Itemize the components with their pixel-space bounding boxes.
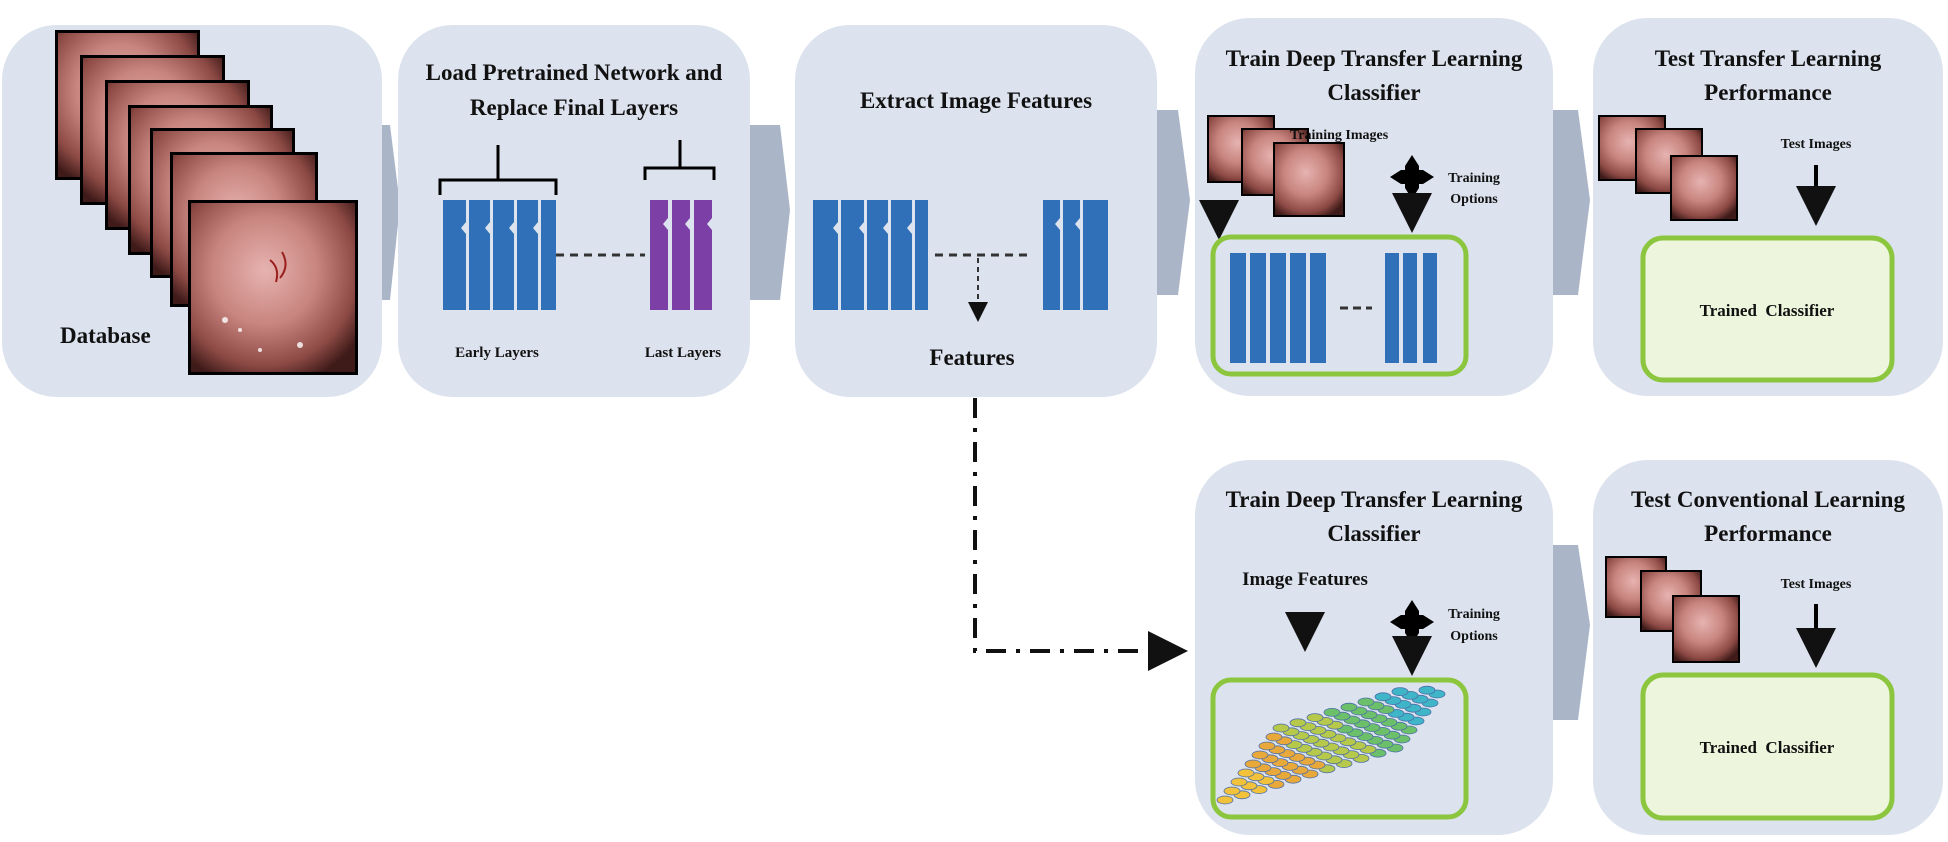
features-label: Features [929, 345, 1014, 370]
feature-node [1391, 687, 1409, 696]
last-layers-brace [643, 140, 716, 180]
feature-last-bars [1043, 200, 1108, 310]
early-layers-brace [438, 145, 558, 195]
stage-test-conventional: Test Conventional Learning Performance T… [1593, 460, 1943, 835]
conventional-classifier-box [1210, 677, 1469, 820]
chevron-4-5 [1548, 110, 1590, 295]
feature-node [1272, 723, 1290, 733]
training-options-icon-2 [1390, 600, 1434, 644]
feature-node [1306, 713, 1324, 722]
extract-features-title: Extract Image Features [860, 88, 1092, 113]
test-transfer-title-2: Performance [1704, 80, 1832, 105]
training-images-stack [1207, 115, 1345, 217]
image-features-label: Image Features [1242, 569, 1368, 590]
chevron-2-3 [748, 125, 790, 300]
features-to-training-connector [973, 398, 1188, 671]
last-layer-bars [650, 200, 712, 310]
training-images-label: Training Images [1290, 128, 1389, 143]
early-layer-bars [443, 200, 556, 310]
stage-test-transfer: Test Transfer Learning Performance Test … [1593, 18, 1943, 396]
test-images-label-2: Test Images [1781, 577, 1852, 592]
feature-node [1323, 708, 1341, 717]
feature-node [1216, 795, 1234, 805]
stage-database: Database [2, 25, 382, 397]
feature-node [1374, 692, 1392, 702]
transfer-classifier-box [1210, 234, 1469, 377]
feature-node [1244, 759, 1262, 769]
feature-node [1237, 768, 1255, 778]
test-conventional-title-2: Performance [1704, 521, 1832, 546]
training-options-icon [1390, 155, 1434, 199]
feature-node [1251, 750, 1269, 760]
test-transfer-title-1: Test Transfer Learning [1655, 46, 1882, 71]
feature-node [1357, 697, 1375, 707]
training-options-label-2: Options [1450, 192, 1498, 207]
chevron-6-7 [1548, 545, 1590, 720]
stage-load-network: Load Pretrained Network and Replace Fina… [398, 25, 750, 397]
train-conventional-title-1: Train Deep Transfer Learning [1226, 487, 1523, 512]
train-conventional-title-2: Classifier [1327, 521, 1420, 546]
load-network-title-2: Replace Final Layers [470, 95, 678, 120]
test-images-stack-2 [1605, 556, 1740, 663]
train-transfer-title-1: Train Deep Transfer Learning [1226, 46, 1523, 71]
transfer-network-bars [1230, 253, 1437, 363]
chevron-3-4 [1150, 110, 1190, 295]
trained-classifier-box-2 [1640, 672, 1895, 821]
feature-node [1289, 718, 1307, 728]
trained-classifier-label-1: Trained Classifier [1700, 301, 1835, 320]
load-network-title-1: Load Pretrained Network and [426, 60, 723, 85]
test-images-stack-1 [1598, 115, 1738, 221]
train-transfer-title-2: Classifier [1327, 80, 1420, 105]
training-options-label-4: Options [1450, 629, 1498, 644]
feature-early-bars [813, 200, 928, 310]
early-layers-label: Early Layers [455, 345, 539, 361]
feature-node [1223, 786, 1241, 796]
last-layers-label: Last Layers [645, 345, 721, 361]
feature-grid [1216, 685, 1446, 805]
training-options-label-3: Training [1448, 607, 1500, 622]
stage-train-transfer: Train Deep Transfer Learning Classifier … [1195, 18, 1553, 396]
trained-classifier-box-1 [1640, 235, 1895, 383]
feature-node [1265, 732, 1283, 742]
test-conventional-title-1: Test Conventional Learning [1631, 487, 1905, 512]
trained-classifier-label-2: Trained Classifier [1700, 738, 1835, 757]
database-label: Database [60, 323, 151, 348]
feature-node [1258, 741, 1276, 751]
stage-extract-features: Extract Image Features Features [795, 25, 1157, 397]
feature-node [1340, 702, 1358, 712]
feature-node [1230, 777, 1248, 787]
endoscopy-image-stack [55, 30, 358, 375]
feature-node [1418, 685, 1436, 695]
test-images-label-1: Test Images [1781, 137, 1852, 152]
training-options-label-1: Training [1448, 171, 1500, 186]
stage-train-conventional: Train Deep Transfer Learning Classifier … [1195, 460, 1553, 835]
